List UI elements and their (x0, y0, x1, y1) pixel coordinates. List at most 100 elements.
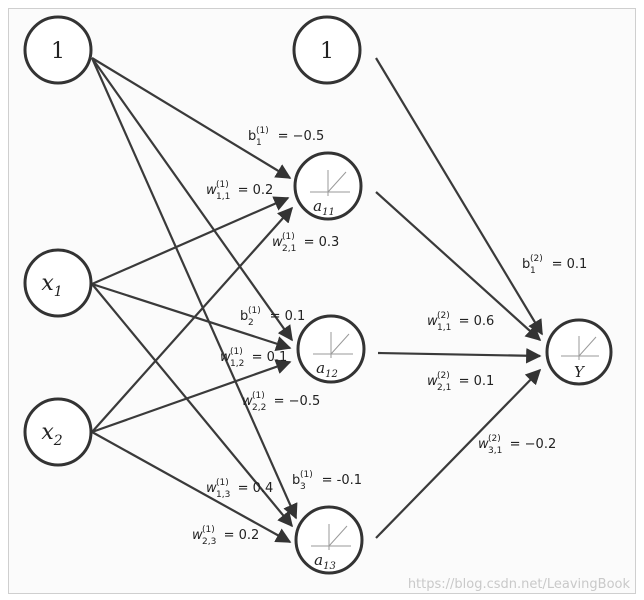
label-b1-1: b(1) 1 = −0.5 (248, 126, 324, 148)
edges-layer-2 (375, 57, 543, 539)
edge-x2-to-a13 (91, 431, 292, 543)
label-base: w (478, 437, 489, 452)
node-x2-label: x (41, 420, 54, 445)
label-w23-1: w(1) 2,3 = 0.2 (192, 525, 259, 547)
node-y-label: Y (574, 363, 586, 381)
svg-text:x1: x1 (41, 271, 62, 300)
label-w21-1: w(1) 2,1 = 0.3 (272, 232, 339, 254)
edges-layer-1 (90, 57, 298, 543)
svg-text:a11: a11 (313, 197, 335, 218)
activation-icon (313, 332, 353, 358)
label-value: = 0.1 (548, 257, 588, 272)
label-subscript: 3,1 (488, 446, 502, 456)
node-a11: a11 (293, 151, 363, 221)
label-subscript: 3 (300, 482, 306, 492)
edge-a12-to-y (377, 348, 542, 364)
label-superscript: (1) (248, 306, 261, 316)
edge-a11-to-y (375, 191, 542, 342)
label-base: w (192, 528, 203, 543)
node-a12: a12 (296, 314, 366, 384)
label-value: = -0.1 (318, 473, 363, 488)
activation-icon (311, 524, 351, 550)
label-subscript: 1,1 (216, 192, 230, 202)
label-value: = 0.4 (234, 481, 274, 496)
activation-icon (561, 336, 599, 360)
label-value: = 0.1 (266, 309, 306, 324)
node-a13-label: a (314, 551, 323, 569)
label-value: = 0.2 (220, 528, 260, 543)
node-a12-label: a (316, 359, 325, 377)
label-w21-2: w(2) 2,1 = 0.1 (427, 371, 494, 393)
edge-hbias-to-y (375, 57, 543, 336)
edge-bias-to-a11 (91, 57, 292, 179)
label-subscript: 1,1 (437, 323, 451, 333)
watermark-text: https://blog.csdn.net/LeavingBook (408, 577, 631, 592)
label-superscript: (1) (216, 180, 229, 190)
label-value: = −0.2 (506, 437, 557, 452)
label-value: = 0.6 (455, 314, 495, 329)
label-superscript: (1) (300, 470, 313, 480)
node-x2-sub: 2 (53, 433, 63, 449)
label-w11-2: w(2) 1,1 = 0.6 (427, 311, 494, 333)
label-base: b (248, 129, 256, 144)
node-a11-sub: 11 (322, 207, 335, 218)
label-subscript: 2,1 (437, 383, 451, 393)
label-w11-1: w(1) 1,1 = 0.2 (206, 180, 273, 202)
label-superscript: (1) (256, 126, 269, 136)
label-b2-1: b(1) 2 = 0.1 (240, 306, 305, 328)
label-value: = −0.5 (274, 129, 325, 144)
node-a12-sub: 12 (325, 369, 338, 380)
label-superscript: (2) (530, 254, 543, 264)
label-base: w (206, 481, 217, 496)
label-b1-2: b(2)1 = 0.1 (522, 254, 587, 276)
node-bias-input-label: 1 (51, 39, 65, 64)
label-subscript: 1,3 (216, 490, 230, 500)
label-subscript: 1 (256, 138, 262, 148)
label-base: w (427, 314, 438, 329)
svg-text:x2: x2 (41, 420, 62, 449)
label-value: = −0.5 (270, 394, 321, 409)
label-b3-1: b(1) 3 = -0.1 (292, 470, 362, 492)
node-x1: x1 (23, 248, 93, 318)
node-x1-sub: 1 (54, 284, 63, 300)
label-subscript: 2,1 (282, 244, 296, 254)
label-superscript: (2) (488, 434, 501, 444)
label-value: = 0.3 (300, 235, 340, 250)
edge-a13-to-y (375, 368, 542, 539)
node-bias-hidden: 1 (292, 15, 362, 85)
node-x2: x2 (23, 397, 93, 467)
node-a13-sub: 13 (323, 561, 336, 572)
label-base: w (220, 350, 231, 365)
label-subscript: 2 (248, 318, 254, 328)
label-base: b (240, 309, 248, 324)
label-superscript: (2) (437, 311, 450, 321)
label-superscript: (1) (282, 232, 295, 242)
label-value: = 0.2 (234, 183, 274, 198)
label-base: b (292, 473, 300, 488)
node-bias-hidden-label: 1 (320, 39, 334, 64)
label-subscript: 2,3 (202, 537, 216, 547)
svg-text:a13: a13 (314, 551, 336, 572)
node-bias-input: 1 (23, 15, 93, 85)
label-base: w (242, 394, 253, 409)
edge-x2-to-a12 (91, 359, 292, 434)
label-w22-1: w(1) 2,2 = −0.5 (242, 391, 320, 413)
label-w13-1: w(1) 1,3 = 0.4 (206, 478, 273, 500)
label-superscript: (1) (252, 391, 265, 401)
label-value: = 0.1 (455, 374, 495, 389)
label-base: w (206, 183, 217, 198)
node-a11-label: a (313, 197, 322, 215)
activation-icon (310, 170, 350, 196)
label-base: w (427, 374, 438, 389)
label-base: w (272, 235, 283, 250)
label-superscript: (1) (216, 478, 229, 488)
label-subscript: 1,2 (230, 359, 244, 369)
label-subscript: 2,2 (252, 403, 266, 413)
label-base: b (522, 257, 530, 272)
label-w31-2: w(2) 3,1 = −0.2 (478, 434, 556, 456)
edge-bias-to-a12 (91, 57, 293, 342)
edge-x1-to-a13 (91, 283, 293, 528)
label-superscript: (2) (437, 371, 450, 381)
label-superscript: (1) (202, 525, 215, 535)
